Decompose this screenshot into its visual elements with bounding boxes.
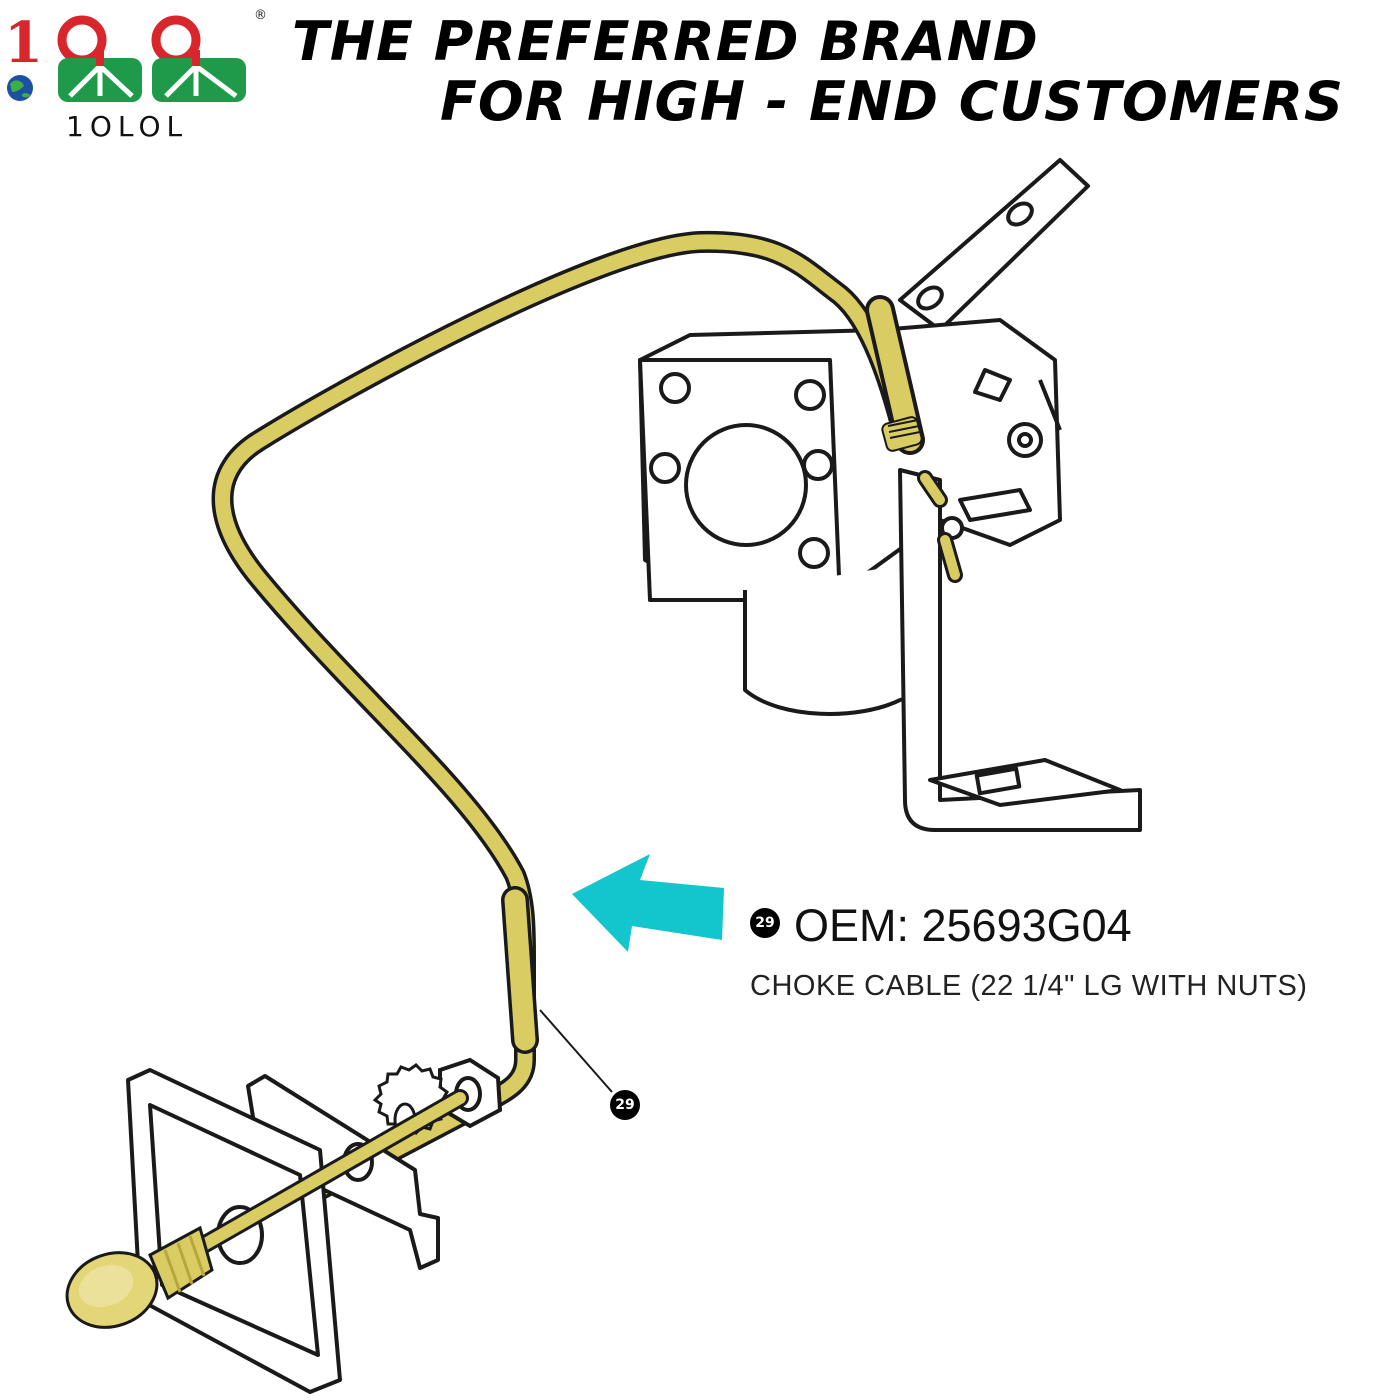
logo-digit-one: 1 [4,10,43,76]
cable-thread-end [881,416,923,452]
brand-logo: 1 [4,10,246,102]
part-number-badge: 29 [610,1090,640,1120]
part-description: CHOKE CABLE (22 1/4" LG WITH NUTS) [750,970,1308,1002]
choke-knob [65,1225,214,1329]
registered-mark: ® [254,8,267,23]
logo-green-block-2 [152,58,246,102]
choke-shaft [151,1089,469,1279]
carburetor-bracket [638,158,1142,832]
callout-leader-line [539,1009,613,1093]
headline-line-2: FOR HIGH - END CUSTOMERS [440,70,1344,133]
headline-line-1: THE PREFERRED BRAND [292,10,1039,73]
brand-name-text: 1OLOL [66,110,189,143]
oem-label: OEM: 25693G04 [794,900,1132,951]
logo-red-tick-1 [96,50,104,66]
globe-icon [7,75,33,101]
oem-badge: 29 [750,908,780,939]
logo-red-tick-2 [192,50,200,66]
oem-label-row: 29 OEM: 25693G04 [750,900,1132,952]
teal-left-arrow-icon [572,854,724,952]
